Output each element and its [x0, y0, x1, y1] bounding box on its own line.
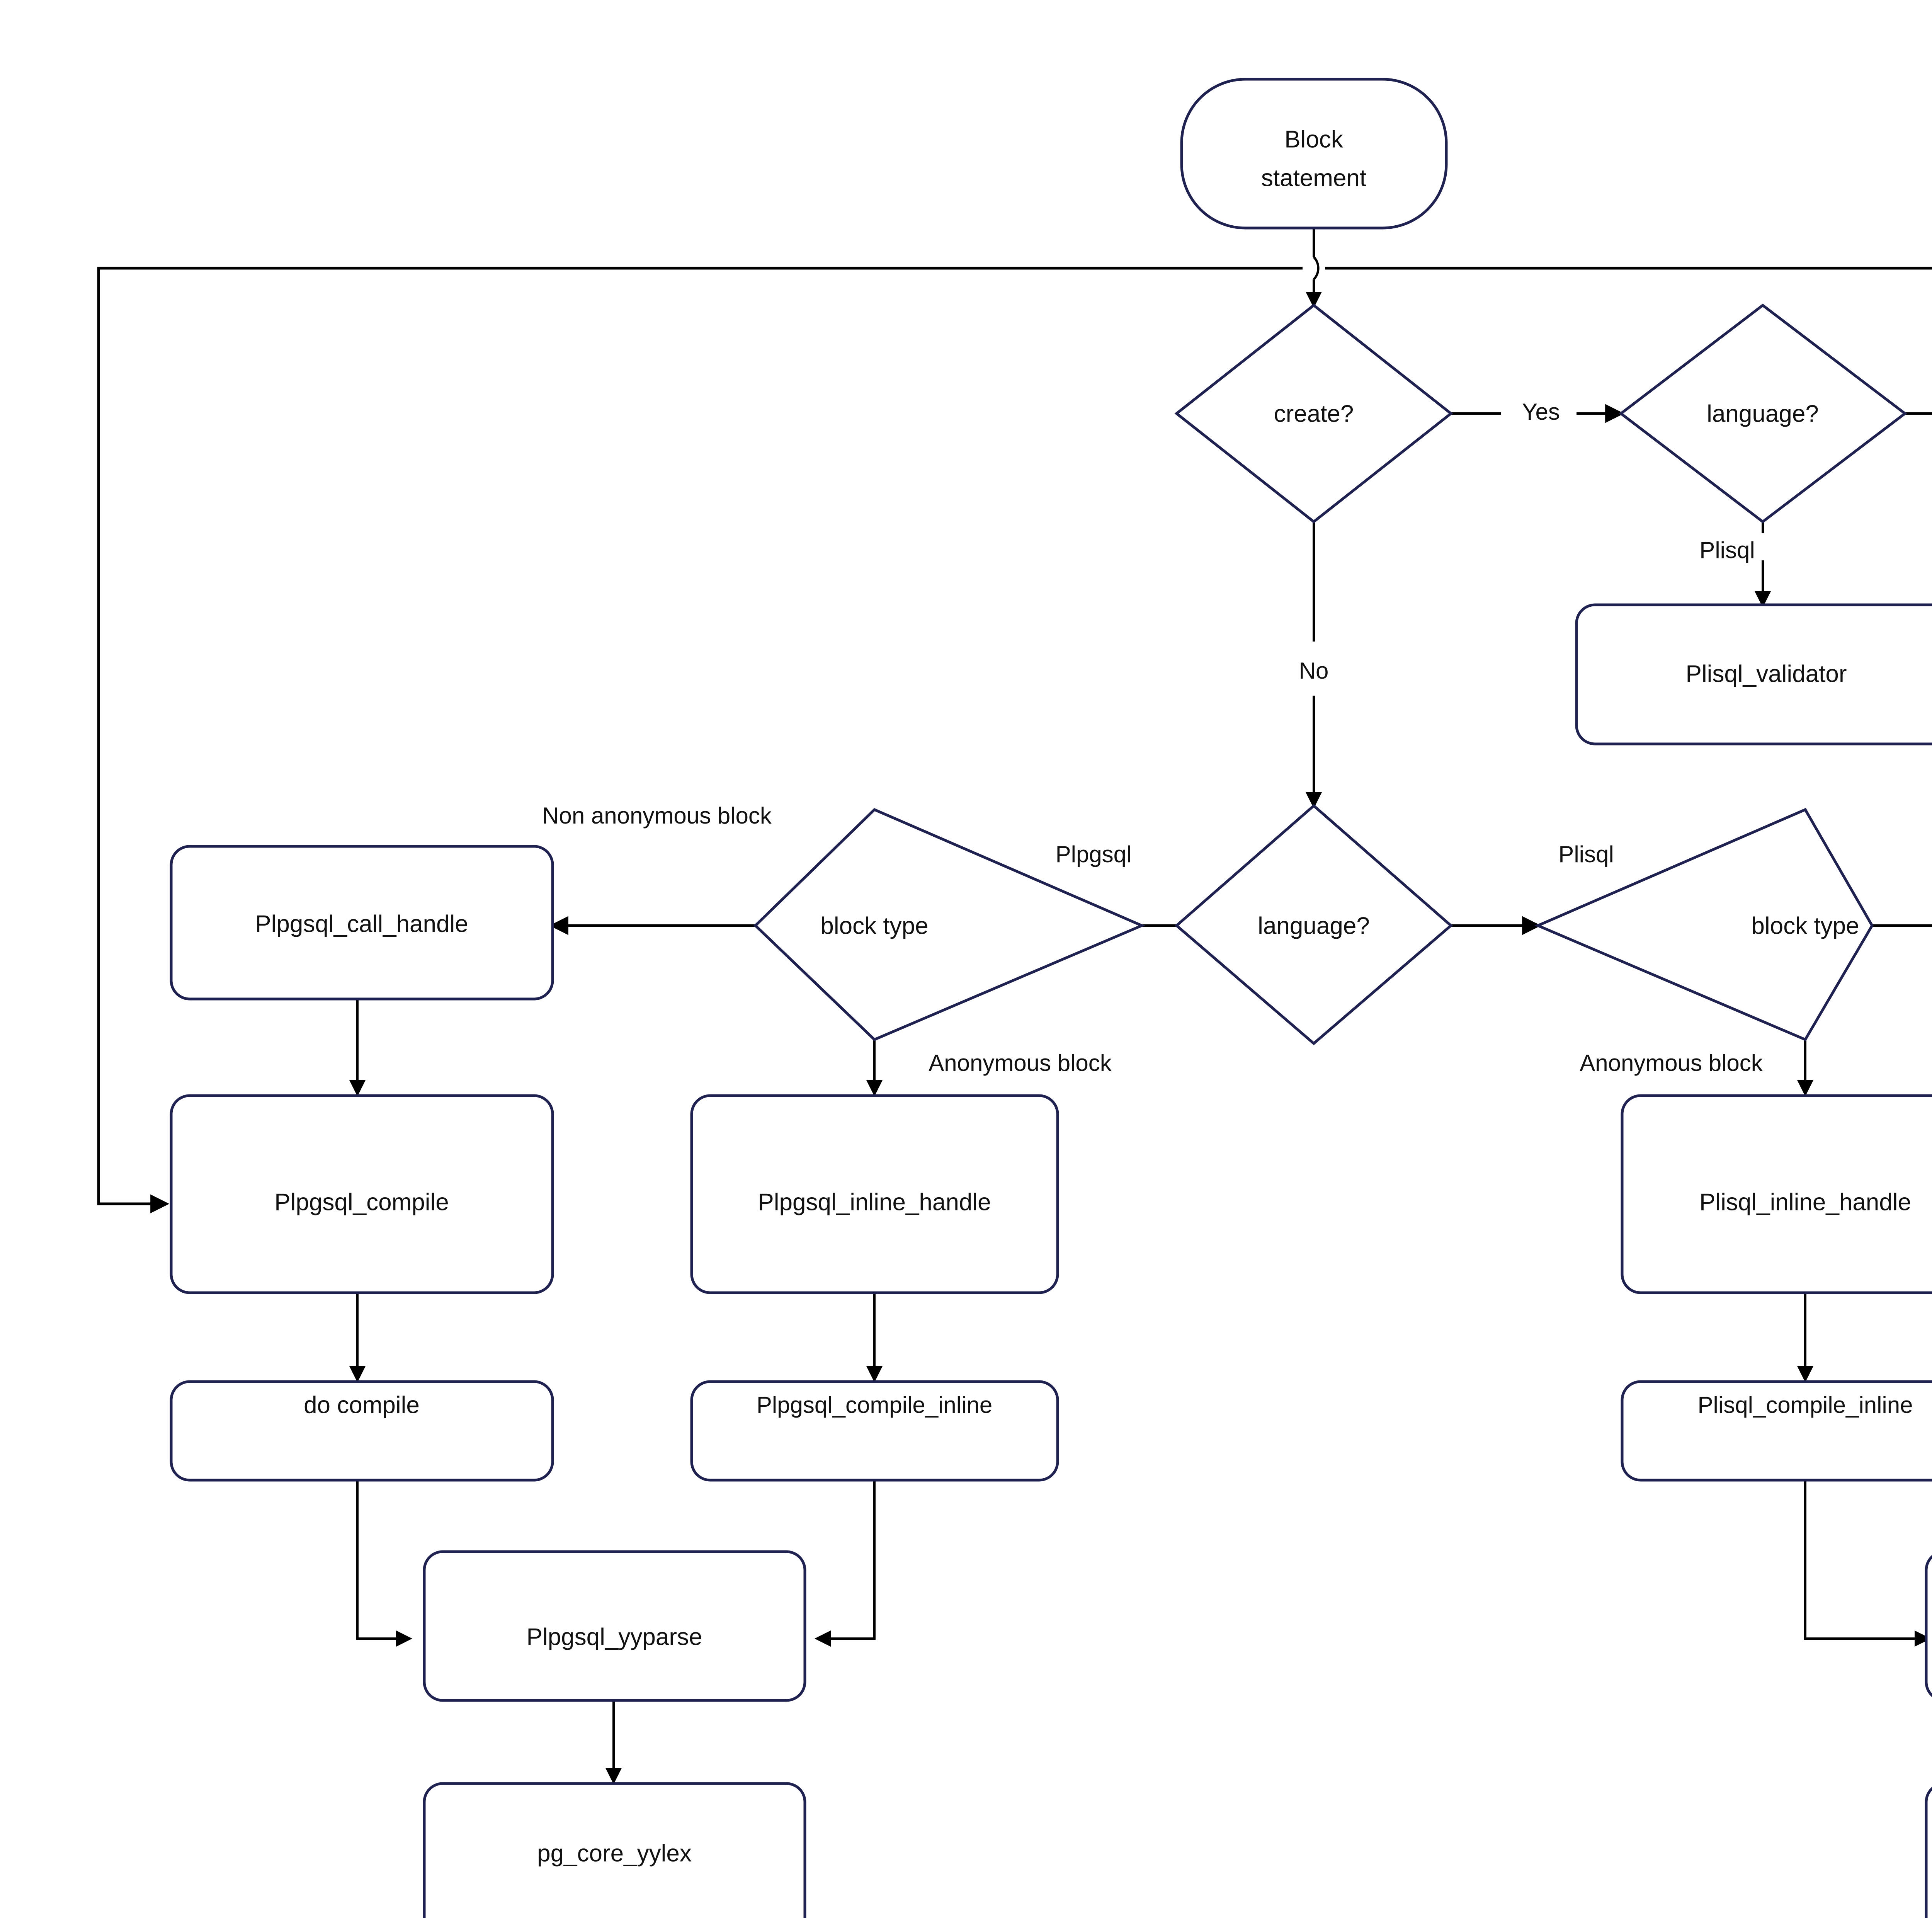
node-label-plisql-inline-handle: Plisql_inline_handle [1699, 1189, 1911, 1215]
node-label-plisql-compile-inline: Plisql_compile_inline [1698, 1392, 1913, 1418]
edge-plpgsql-validator-to-plpgsql-compile [97, 267, 1932, 1213]
node-label-pg-core-yylex: pg_core_yylex [537, 1840, 692, 1867]
node-label-block-type-right: block type [1751, 912, 1859, 939]
node-plisql-validator[interactable]: Plisql_validator [1575, 603, 1932, 745]
node-plpgsql-call-handle[interactable]: Plpgsql_call_handle [170, 845, 554, 1001]
node-plpgsql-compile-inline[interactable]: Plpgsql_compile_inline [690, 1380, 1059, 1482]
edge-label-plisql-top: Plisql [1699, 537, 1755, 563]
edge-label-anonymous-left: Anonymous block [929, 1050, 1112, 1076]
node-create-decision[interactable]: create? [1174, 303, 1453, 524]
node-plpgsql-inline-handle[interactable]: Plpgsql_inline_handle [690, 1094, 1059, 1294]
node-label-do-compile-left: do compile [304, 1392, 420, 1418]
node-label-create: create? [1274, 400, 1354, 427]
node-plpgsql-compile[interactable]: Plpgsql_compile [170, 1094, 554, 1294]
node-label-plpgsql-compile-inline: Plpgsql_compile_inline [757, 1392, 992, 1418]
node-plisql-inline-handle[interactable]: Plisql_inline_handle [1621, 1094, 1932, 1294]
node-plisql-yyparse[interactable]: Plisql_yyparse [1925, 1552, 1932, 1700]
node-block-type-left-decision[interactable]: block type [753, 808, 1145, 1042]
node-label-block-statement-line1: Block [1284, 126, 1344, 153]
edge-label-plpgsql-mid: Plpgsql [1056, 841, 1132, 867]
node-plisql-compile-inline[interactable]: Plisql_compile_inline [1621, 1380, 1932, 1482]
node-do-compile-left[interactable]: do compile [170, 1380, 554, 1482]
node-ora-core-yylex[interactable]: ora_core_yylex [1925, 1784, 1932, 1918]
node-label-language-mid: language? [1258, 912, 1370, 939]
node-label-plpgsql-inline-handle: Plpgsql_inline_handle [758, 1189, 991, 1215]
edge-docompile-left-yyparse [356, 1480, 412, 1647]
node-label-plpgsql-call-handle: Plpgsql_call_handle [255, 910, 468, 937]
node-label-plpgsql-compile: Plpgsql_compile [274, 1189, 449, 1215]
edge-label-plisql-mid: Plisql [1558, 841, 1614, 867]
edge-label-yes: Yes [1522, 399, 1560, 425]
node-pg-core-yylex[interactable]: pg_core_yylex [423, 1782, 806, 1918]
node-language-top-decision[interactable]: language? [1619, 303, 1907, 524]
node-label-plisql-validator: Plisql_validator [1686, 660, 1847, 687]
node-label-block-type-left: block type [820, 912, 928, 939]
node-plpgsql-yyparse[interactable]: Plpgsql_yyparse [423, 1550, 806, 1702]
edge-plpgsql-compileinline-yyparse [815, 1480, 876, 1647]
edge-label-non-anonymous-left: Non anonymous block [542, 803, 772, 829]
edge-label-no: No [1299, 658, 1329, 684]
node-language-mid-decision[interactable]: language? [1174, 804, 1453, 1045]
node-label-language-top: language? [1707, 400, 1819, 427]
node-block-statement[interactable]: Block statement [1180, 78, 1448, 230]
edge-label-anonymous-right: Anonymous block [1580, 1050, 1763, 1076]
node-label-plpgsql-yyparse: Plpgsql_yyparse [527, 1624, 702, 1650]
node-label-block-statement-line2: statement [1261, 165, 1366, 191]
node-block-type-right-decision[interactable]: block type [1534, 808, 1874, 1042]
edge-plisql-compileinline-yyparse [1804, 1480, 1931, 1647]
edge-start-to-create [1306, 228, 1322, 308]
